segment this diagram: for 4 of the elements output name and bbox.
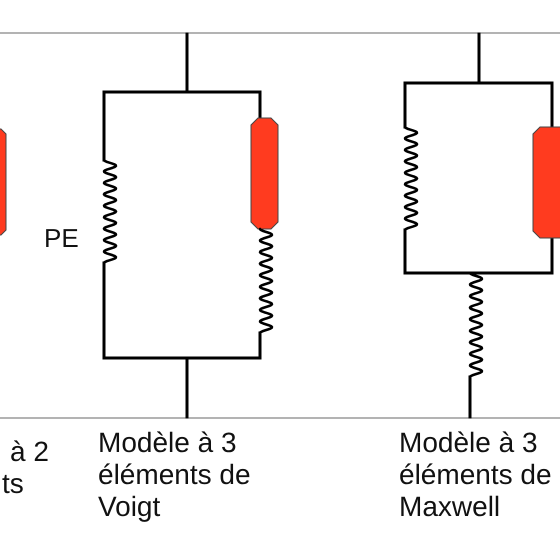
model-caption: à 2 ts	[2, 436, 50, 500]
element-label: PE	[44, 222, 80, 254]
model-caption: Modèle à 3 éléments de Maxwell	[399, 427, 553, 523]
model-caption: Modèle à 3 éléments de Voigt	[98, 427, 252, 523]
